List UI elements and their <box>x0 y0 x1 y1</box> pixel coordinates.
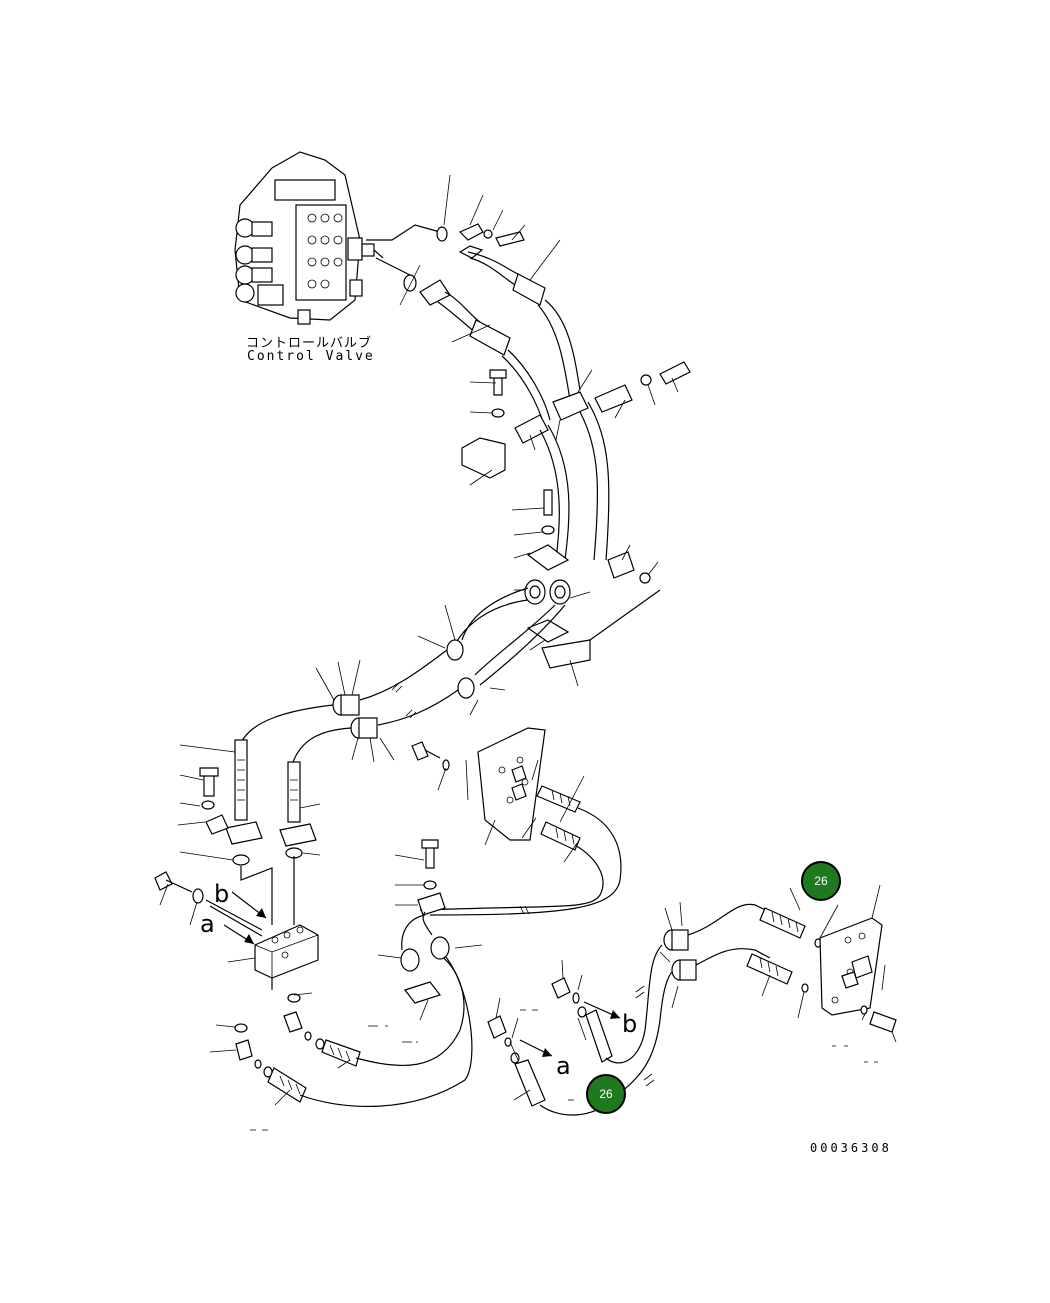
upper-clamp-cluster <box>461 361 691 561</box>
direction-arrows <box>223 891 621 1057</box>
arrow-marker-a-left: a <box>200 910 215 938</box>
right-bracket-cluster <box>659 884 897 1063</box>
lower-left-hoses <box>239 604 506 766</box>
center-bracket <box>411 727 622 916</box>
lower-center-clamps <box>377 839 483 1021</box>
upper-hoses <box>399 174 581 426</box>
control-valve-label-en: Control Valve <box>247 349 375 364</box>
middle-clamp-cluster <box>454 489 661 687</box>
arrow-marker-b-right: b <box>622 1010 638 1038</box>
callout-badge-26[interactable]: 26 <box>586 1074 626 1114</box>
figure-number: 00036308 <box>810 1141 892 1155</box>
arrow-marker-a-right: a <box>556 1052 571 1080</box>
callout-badge-26[interactable]: 26 <box>801 861 841 901</box>
manifold-block <box>154 856 473 1131</box>
control-valve-assembly <box>234 151 441 325</box>
lower-right-fittings <box>487 944 673 1116</box>
arrow-marker-b-left: b <box>214 880 230 908</box>
control-valve-label-jp: コントロールバルブ <box>246 336 373 351</box>
vertical-pipes <box>177 739 321 866</box>
